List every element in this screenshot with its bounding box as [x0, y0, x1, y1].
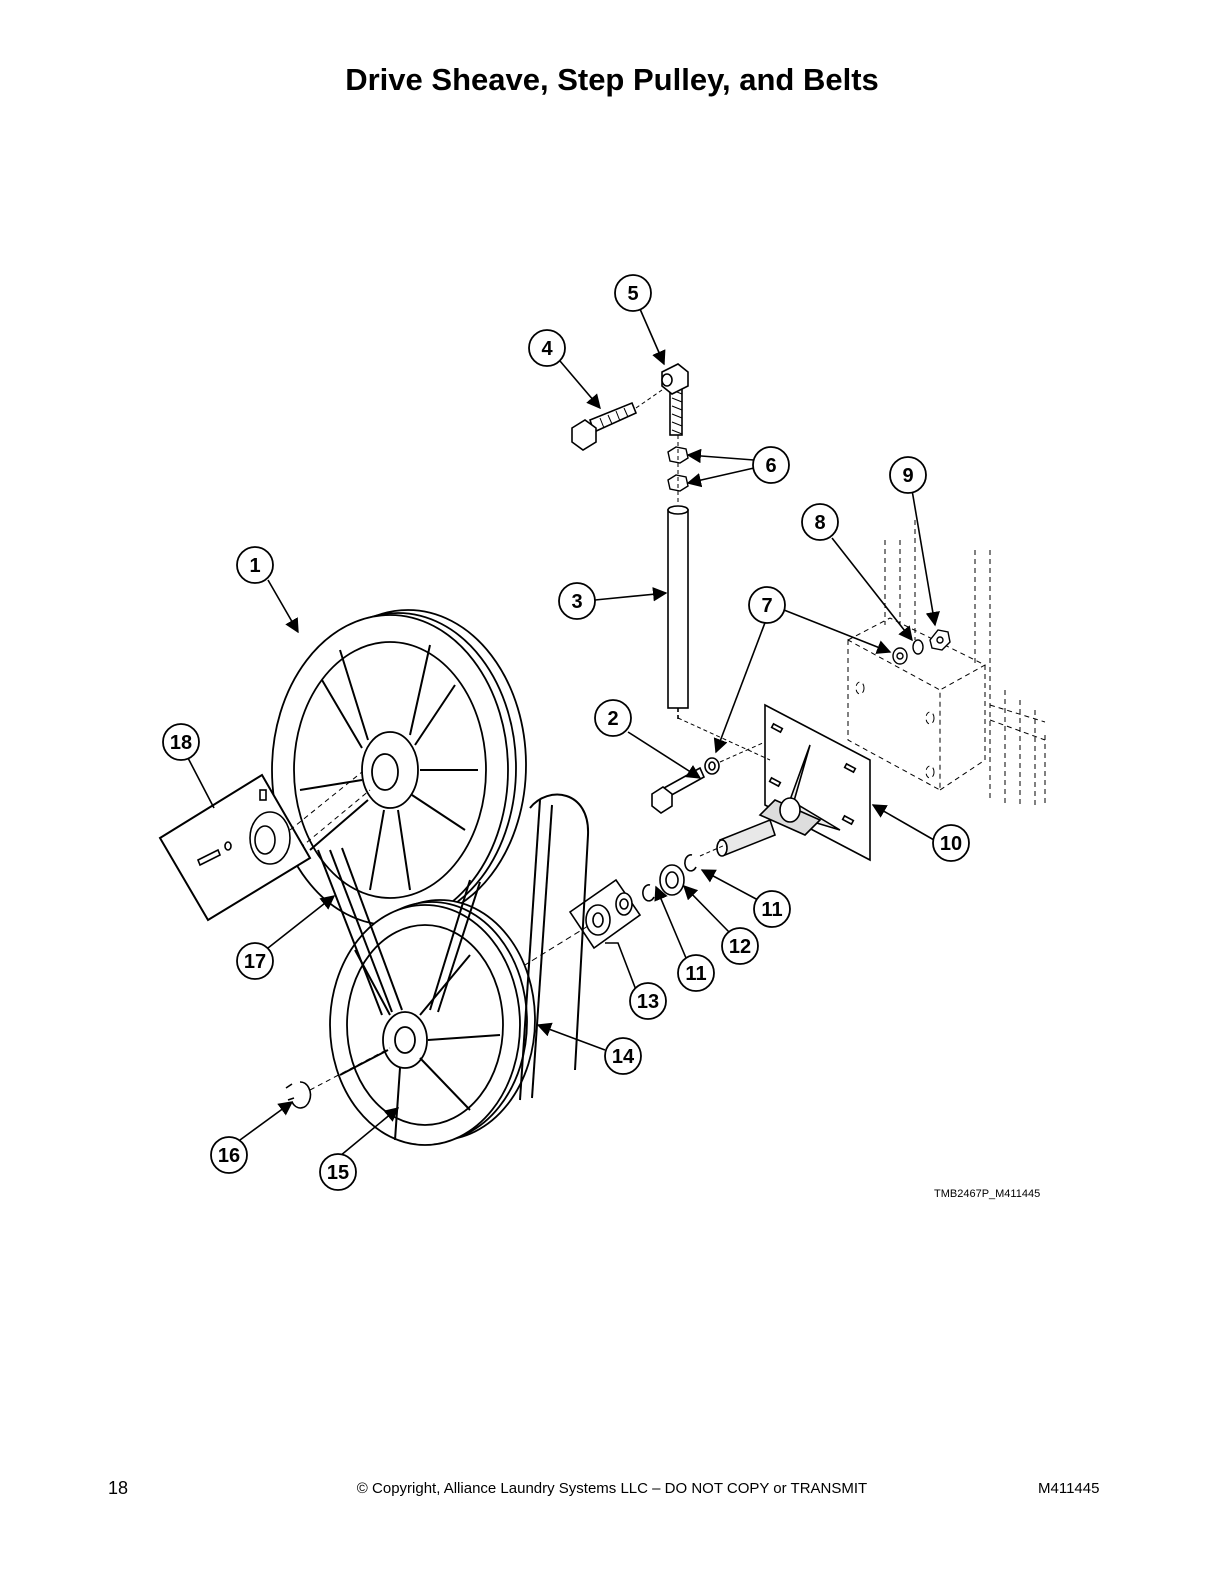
callout-5: 5	[627, 283, 638, 305]
step-pulley	[329, 899, 536, 1146]
machine-frame-outline	[847, 520, 1046, 805]
page-number: 18	[108, 1478, 129, 1498]
document-number: M411445	[1038, 1480, 1100, 1497]
hex-bolt	[571, 389, 663, 451]
callout-8: 8	[814, 512, 825, 534]
mounting-bolt-and-washer	[651, 741, 766, 814]
callout-13: 13	[637, 991, 659, 1013]
callout-leaders	[187, 308, 940, 1157]
drive-sheave	[271, 609, 527, 926]
figure-id: TMB2467P_M411445	[934, 1188, 1041, 1200]
callout-circles	[162, 274, 970, 1191]
callout-9: 9	[902, 465, 913, 487]
callout-11-upper: 11	[761, 899, 782, 921]
drive-belts	[317, 793, 590, 1101]
bearing-assembly	[419, 844, 726, 1031]
callout-labels: 1 2 3 4 5 6 7 8 9 10 11 11 12 13 14 15 1…	[170, 283, 962, 1184]
callout-3: 3	[571, 591, 582, 613]
callout-17: 17	[244, 951, 266, 973]
callout-6: 6	[765, 455, 776, 477]
callout-4: 4	[541, 338, 553, 360]
callout-7: 7	[761, 595, 772, 617]
washers-and-nut	[892, 629, 951, 665]
tension-rod	[667, 505, 771, 761]
callout-1: 1	[249, 555, 260, 577]
copyright-notice: © Copyright, Alliance Laundry Systems LL…	[356, 1480, 868, 1497]
callout-10: 10	[940, 833, 962, 855]
callout-12: 12	[729, 936, 751, 958]
callout-14: 14	[612, 1046, 635, 1068]
page-title: Drive Sheave, Step Pulley, and Belts	[345, 62, 879, 97]
mounting-plate-bracket	[716, 703, 871, 862]
callout-16: 16	[218, 1145, 240, 1167]
e-clip	[285, 1047, 391, 1109]
callout-2: 2	[607, 708, 618, 730]
jam-nuts	[667, 435, 689, 505]
bushing-detail-inset	[158, 771, 363, 922]
eye-bolt	[661, 363, 689, 436]
callout-18: 18	[170, 732, 192, 754]
callout-11-lower: 11	[685, 963, 706, 985]
callout-15: 15	[327, 1162, 349, 1184]
